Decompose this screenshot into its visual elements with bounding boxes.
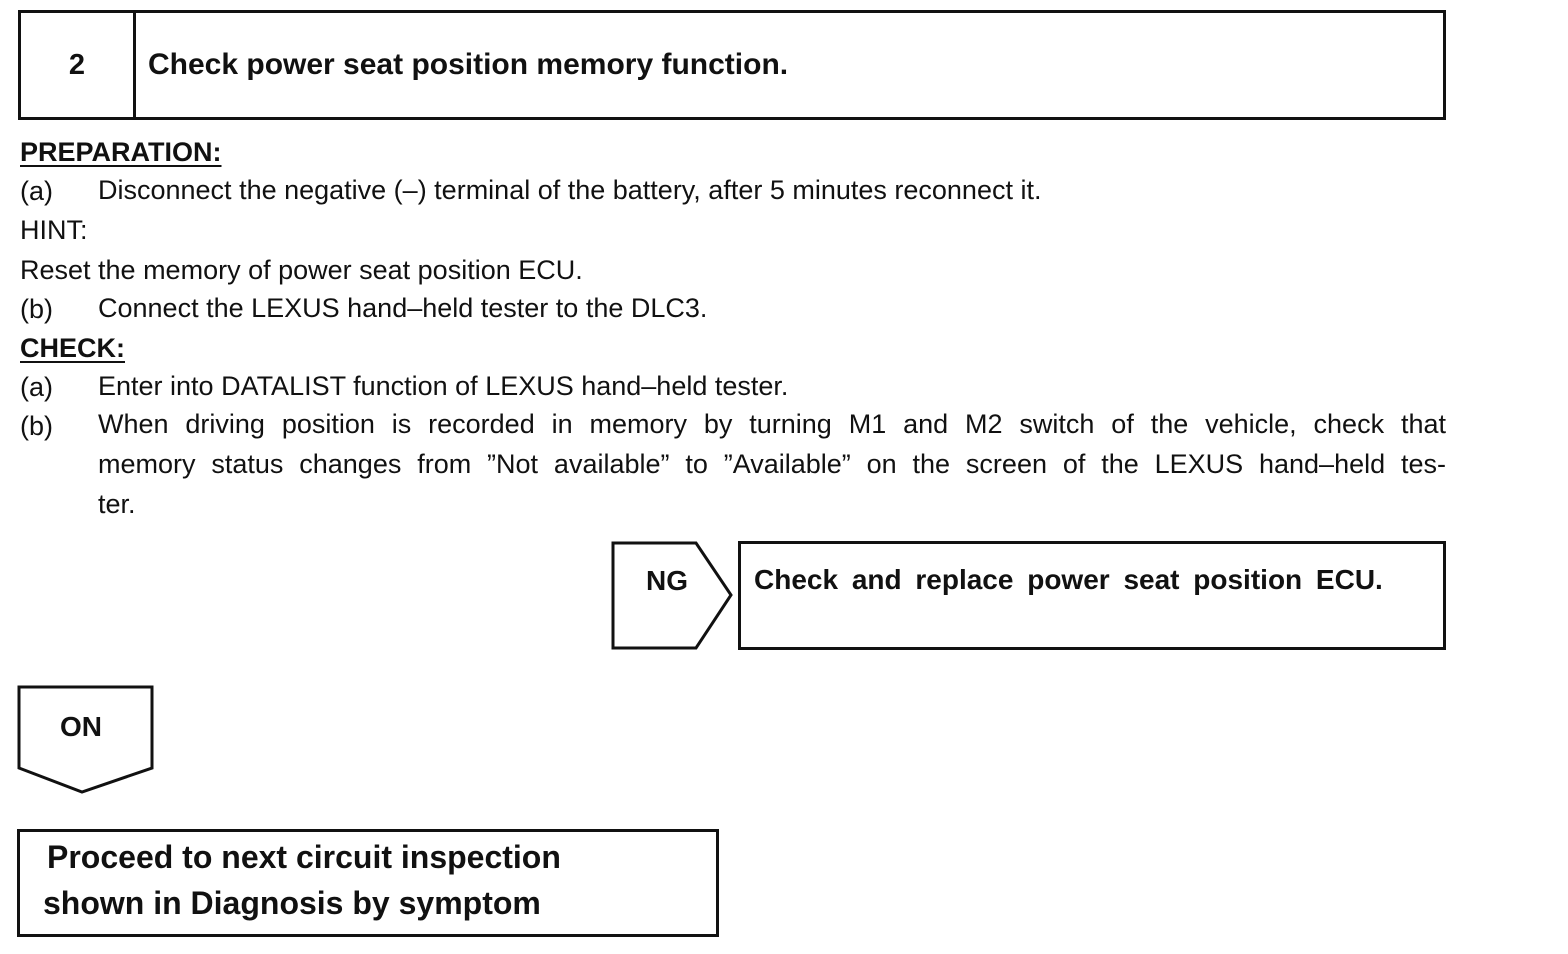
check-item-a-text: Enter into DATALIST function of LEXUS ha… (98, 371, 789, 401)
ng-action-box: Check and replace power seat position EC… (738, 541, 1446, 650)
ng-action-text: Check and replace power seat position EC… (754, 564, 1383, 595)
prep-item-a-text: Disconnect the negative (–) terminal of … (98, 175, 1042, 205)
prep-item-b-text: Connect the LEXUS hand–held tester to th… (98, 293, 708, 323)
check-item-b-line1: When driving position is recorded in mem… (98, 409, 1446, 439)
hint-text: Reset the memory of power seat position … (20, 255, 583, 285)
next-step-box: Proceed to next circuit inspection shown… (17, 829, 719, 937)
prep-item-b-tag: (b) (20, 294, 53, 324)
ok-label: ON (60, 711, 102, 742)
hint-label: HINT: (20, 215, 88, 245)
prep-item-a-tag: (a) (20, 176, 53, 206)
check-item-b-line2: memory status changes from ”Not availabl… (98, 449, 1446, 479)
next-step-line2: shown in Diagnosis by symptom (43, 885, 541, 921)
preparation-heading: PREPARATION: (20, 137, 222, 167)
step-number: 2 (21, 13, 136, 117)
check-heading: CHECK: (20, 333, 125, 363)
check-item-b-tag: (b) (20, 411, 53, 441)
next-step-line1: Proceed to next circuit inspection (47, 839, 561, 875)
step-title: Check power seat position memory functio… (148, 48, 789, 81)
ok-arrow-shape (17, 685, 154, 794)
ng-arrow-shape (611, 541, 733, 650)
check-item-a-tag: (a) (20, 372, 53, 402)
step-header-box: 2 Check power seat position memory funct… (18, 10, 1446, 120)
check-item-b-line3: ter. (98, 489, 136, 519)
ng-label: NG (646, 565, 688, 596)
